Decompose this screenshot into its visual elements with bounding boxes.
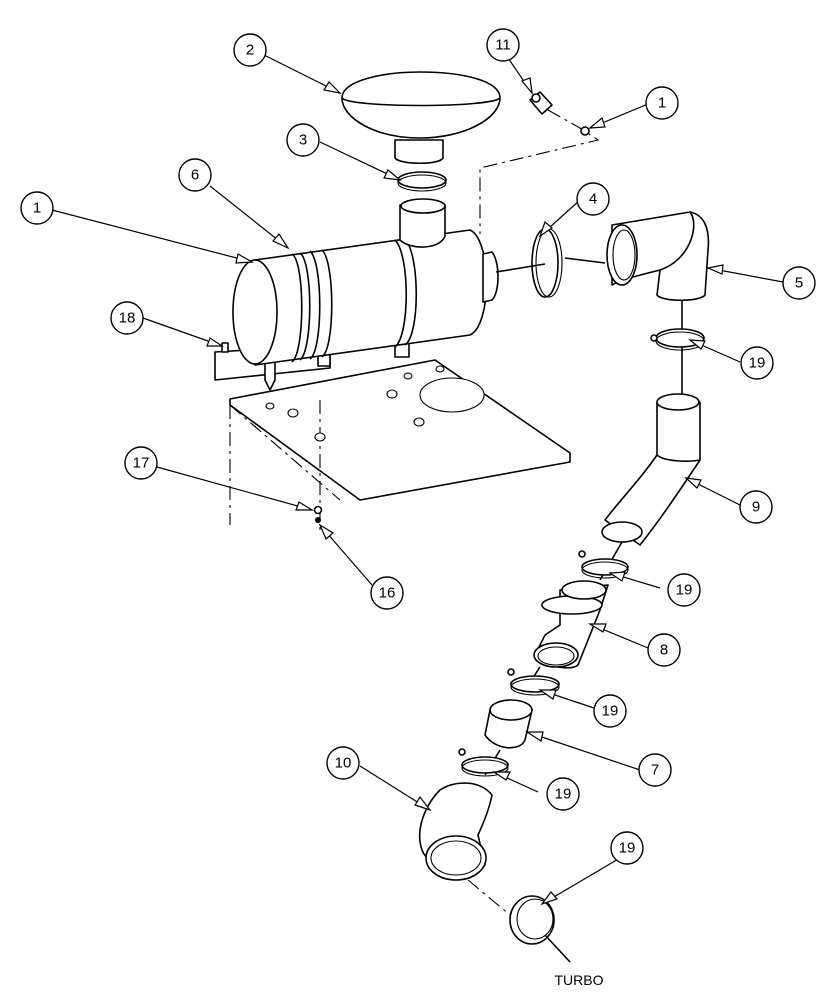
callout-number: 19 — [676, 582, 693, 599]
callout-number: 7 — [651, 762, 659, 779]
callout-number: 5 — [795, 275, 803, 292]
callout-1-top: 1 — [645, 86, 679, 120]
callout-number: 9 — [752, 499, 760, 516]
callout-balloon — [638, 753, 672, 787]
callout-19-d: 19 — [546, 777, 580, 811]
callout-19-b: 19 — [667, 573, 701, 607]
clamp-19-a — [650, 328, 705, 351]
callout-number: 10 — [335, 755, 352, 772]
clamp-19-b — [578, 550, 629, 579]
callout-balloon — [326, 746, 360, 780]
callout-number: 19 — [619, 840, 636, 857]
callout-number: 4 — [589, 191, 597, 208]
callout-balloon — [667, 573, 701, 607]
callout-number: 11 — [495, 37, 511, 54]
upper-clamp — [397, 171, 447, 192]
clamp-19-e — [509, 895, 555, 945]
callout-19-c: 19 — [593, 694, 627, 728]
callout-3: 3 — [286, 123, 320, 157]
callout-number: 19 — [555, 786, 572, 803]
callout-balloon — [370, 576, 404, 610]
callout-9: 9 — [739, 490, 773, 524]
callout-number: 3 — [299, 132, 307, 149]
callout-18: 18 — [110, 301, 144, 335]
callout-balloon — [739, 490, 773, 524]
drain-valve-18 — [221, 342, 229, 353]
callout-10: 10 — [326, 746, 360, 780]
callout-balloon — [486, 28, 520, 62]
callout-balloon — [610, 831, 644, 865]
elbow-hose-10 — [418, 782, 493, 881]
callout-number: 1 — [33, 200, 41, 217]
clamp-19-c — [507, 668, 560, 696]
callout-number: 8 — [660, 642, 668, 659]
callout-2: 2 — [233, 33, 267, 67]
callout-4: 4 — [576, 182, 610, 216]
callout-5: 5 — [782, 266, 816, 300]
elbow-hose-5 — [606, 211, 710, 398]
mounting-bracket — [229, 359, 571, 530]
callout-6: 6 — [178, 158, 212, 192]
fastener-16-17 — [313, 505, 323, 523]
callout-7: 7 — [638, 753, 672, 787]
callout-number: 18 — [119, 310, 136, 327]
callout-number: 6 — [191, 167, 199, 184]
callout-balloon — [593, 694, 627, 728]
callout-balloon — [576, 182, 610, 216]
callout-17: 17 — [124, 446, 158, 480]
elbow-pipe-9 — [601, 393, 701, 546]
callout-number: 19 — [602, 703, 619, 720]
clamp-4 — [531, 228, 606, 298]
callout-balloon — [740, 346, 774, 380]
callout-balloon — [546, 777, 580, 811]
callout-1-left: 1 — [20, 191, 54, 225]
callout-number: 2 — [246, 42, 254, 59]
callout-balloon — [178, 158, 212, 192]
callout-number: 19 — [749, 355, 766, 372]
restriction-indicator — [479, 91, 600, 234]
callout-8: 8 — [647, 633, 681, 667]
callout-balloon — [233, 33, 267, 67]
arrowheads — [206, 77, 724, 906]
callout-number: 17 — [133, 455, 150, 472]
callout-balloon — [782, 266, 816, 300]
pre-cleaner-cap — [341, 71, 501, 165]
callout-balloon — [110, 301, 144, 335]
callout-balloon — [647, 633, 681, 667]
callout-11: 11 — [486, 28, 520, 62]
callout-number: 1 — [658, 95, 666, 112]
sleeve-7 — [484, 699, 533, 749]
callout-number: 16 — [379, 585, 396, 602]
callout-19-a: 19 — [740, 346, 774, 380]
callout-balloon — [645, 86, 679, 120]
clamp-19-d — [458, 748, 509, 777]
callout-balloon — [286, 123, 320, 157]
callout-19-e: 19 — [610, 831, 644, 865]
callout-balloon — [124, 446, 158, 480]
turbo-label: TURBO — [555, 972, 604, 988]
callout-16: 16 — [370, 576, 404, 610]
callout-balloon — [20, 191, 54, 225]
adapter-8 — [533, 580, 609, 669]
air-cleaner-housing — [214, 198, 499, 391]
